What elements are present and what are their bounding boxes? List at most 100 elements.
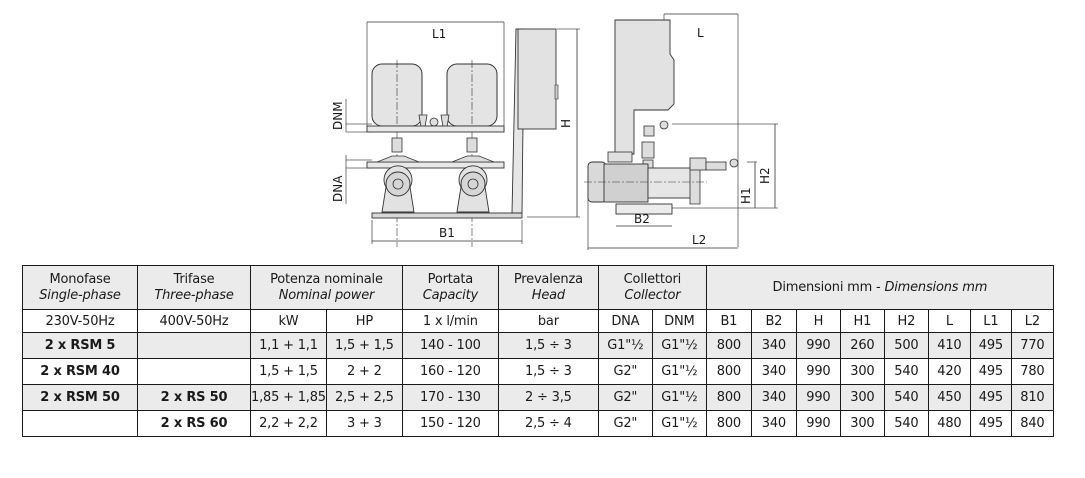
label-dnm: DNM: [331, 101, 345, 130]
table-cell: 2 + 2: [325, 358, 403, 385]
table-cell: 2,2 + 2,2: [250, 410, 327, 437]
pump-motor-side: [584, 151, 707, 205]
table-cell: 540: [883, 358, 929, 385]
table-cell: G2": [597, 410, 653, 437]
table-cell: 160 - 120: [401, 358, 499, 385]
table-cell: 800: [705, 384, 752, 411]
unit-cell: bar: [497, 309, 599, 333]
table-cell: 2 x RSM 40: [22, 358, 138, 385]
header-monofase: Monofase Single-phase: [22, 265, 138, 310]
table-cell: 540: [883, 410, 929, 437]
table-cell: 300: [839, 358, 885, 385]
table-cell: G1"½: [651, 332, 707, 359]
side-view-drawing: L H2 H1 B2 L2: [584, 13, 778, 250]
table-cell: 990: [795, 384, 841, 411]
unit-cell: 400V-50Hz: [137, 309, 251, 333]
table-cell: 2,5 + 2,5: [325, 384, 403, 411]
table-cell: 170 - 130: [401, 384, 499, 411]
unit-cell: DNA: [597, 309, 653, 333]
unit-cell: kW: [250, 309, 327, 333]
label-l2: L2: [692, 233, 706, 247]
label-l: L: [697, 26, 704, 40]
table-cell: 495: [969, 332, 1012, 359]
table-cell: 1,5 ÷ 3: [497, 358, 599, 385]
table-cell: G2": [597, 384, 653, 411]
header-potenza: Potenza nominale Nominal power: [250, 265, 403, 310]
table-cell: [137, 358, 251, 385]
table-cell: 480: [927, 410, 971, 437]
table-cell: 800: [705, 410, 752, 437]
expansion-tank-right: [446, 60, 498, 247]
table-cell: 780: [1010, 358, 1054, 385]
label-l1: L1: [432, 27, 446, 41]
expansion-tank-left: [371, 60, 423, 247]
unit-cell: B2: [750, 309, 797, 333]
table-cell: 800: [705, 358, 752, 385]
table-cell: 3 + 3: [325, 410, 403, 437]
header-trifase: Trifase Three-phase: [137, 265, 251, 310]
table-cell: 2,5 ÷ 4: [497, 410, 599, 437]
table-cell: [22, 410, 138, 437]
header-row: Monofase Single-phase Trifase Three-phas…: [22, 265, 1054, 310]
unit-cell: L: [927, 309, 971, 333]
table-cell: 2 x RSM 5: [22, 332, 138, 359]
label-dna: DNA: [331, 175, 345, 202]
table-cell: 495: [969, 410, 1012, 437]
table-cell: 260: [839, 332, 885, 359]
table-cell: 495: [969, 384, 1012, 411]
table-cell: G1"½: [651, 384, 707, 411]
table-cell: 500: [883, 332, 929, 359]
front-view-drawing: L1 H DNM DNA B1: [331, 21, 580, 247]
base-side: [615, 203, 673, 215]
units-row: 230V-50Hz 400V-50Hz kW HP 1 x l/min bar …: [22, 309, 1054, 333]
suction-collector: [366, 161, 505, 169]
unit-cell: 1 x l/min: [401, 309, 499, 333]
table-cell: 770: [1010, 332, 1054, 359]
header-collettori: Collettori Collector: [597, 265, 707, 310]
table-cell: G1"½: [651, 358, 707, 385]
unit-cell: 230V-50Hz: [22, 309, 138, 333]
table-cell: 300: [839, 410, 885, 437]
unit-cell: H: [795, 309, 841, 333]
table-cell: 1,5 + 1,5: [250, 358, 327, 385]
table-cell: [137, 332, 251, 359]
table-cell: 990: [795, 410, 841, 437]
pump-right: [456, 165, 490, 213]
unit-cell: H2: [883, 309, 929, 333]
table-cell: 2 x RS 60: [137, 410, 251, 437]
pump-left: [381, 165, 415, 213]
table-cell: 420: [927, 358, 971, 385]
table-cell: 990: [795, 332, 841, 359]
label-b2: B2: [634, 212, 650, 226]
table-cell: 1,5 ÷ 3: [497, 332, 599, 359]
table-cell: 840: [1010, 410, 1054, 437]
table-cell: 410: [927, 332, 971, 359]
table-cell: 540: [883, 384, 929, 411]
unit-cell: L1: [969, 309, 1012, 333]
specifications-table: Monofase Single-phase Trifase Three-phas…: [22, 265, 1054, 437]
table-cell: 340: [750, 410, 797, 437]
table-cell: 1,5 + 1,5: [325, 332, 403, 359]
header-prevalenza: Prevalenza Head: [497, 265, 599, 310]
table-cell: 150 - 120: [401, 410, 499, 437]
unit-cell: HP: [325, 309, 403, 333]
table-cell: 340: [750, 384, 797, 411]
table-cell: 1,1 + 1,1: [250, 332, 327, 359]
unit-cell: B1: [705, 309, 752, 333]
table-cell: 340: [750, 332, 797, 359]
unit-cell: L2: [1010, 309, 1054, 333]
table-cell: 340: [750, 358, 797, 385]
table-cell: 2 x RSM 50: [22, 384, 138, 411]
table-cell: G1"½: [597, 332, 653, 359]
control-panel: [517, 28, 557, 130]
table-cell: 2 ÷ 3,5: [497, 384, 599, 411]
header-dimensioni: Dimensioni mm - Dimensions mm: [705, 265, 1054, 310]
table-cell: 300: [839, 384, 885, 411]
delivery-collector: [366, 125, 505, 133]
table-cell: 800: [705, 332, 752, 359]
table-cell: 140 - 100: [401, 332, 499, 359]
